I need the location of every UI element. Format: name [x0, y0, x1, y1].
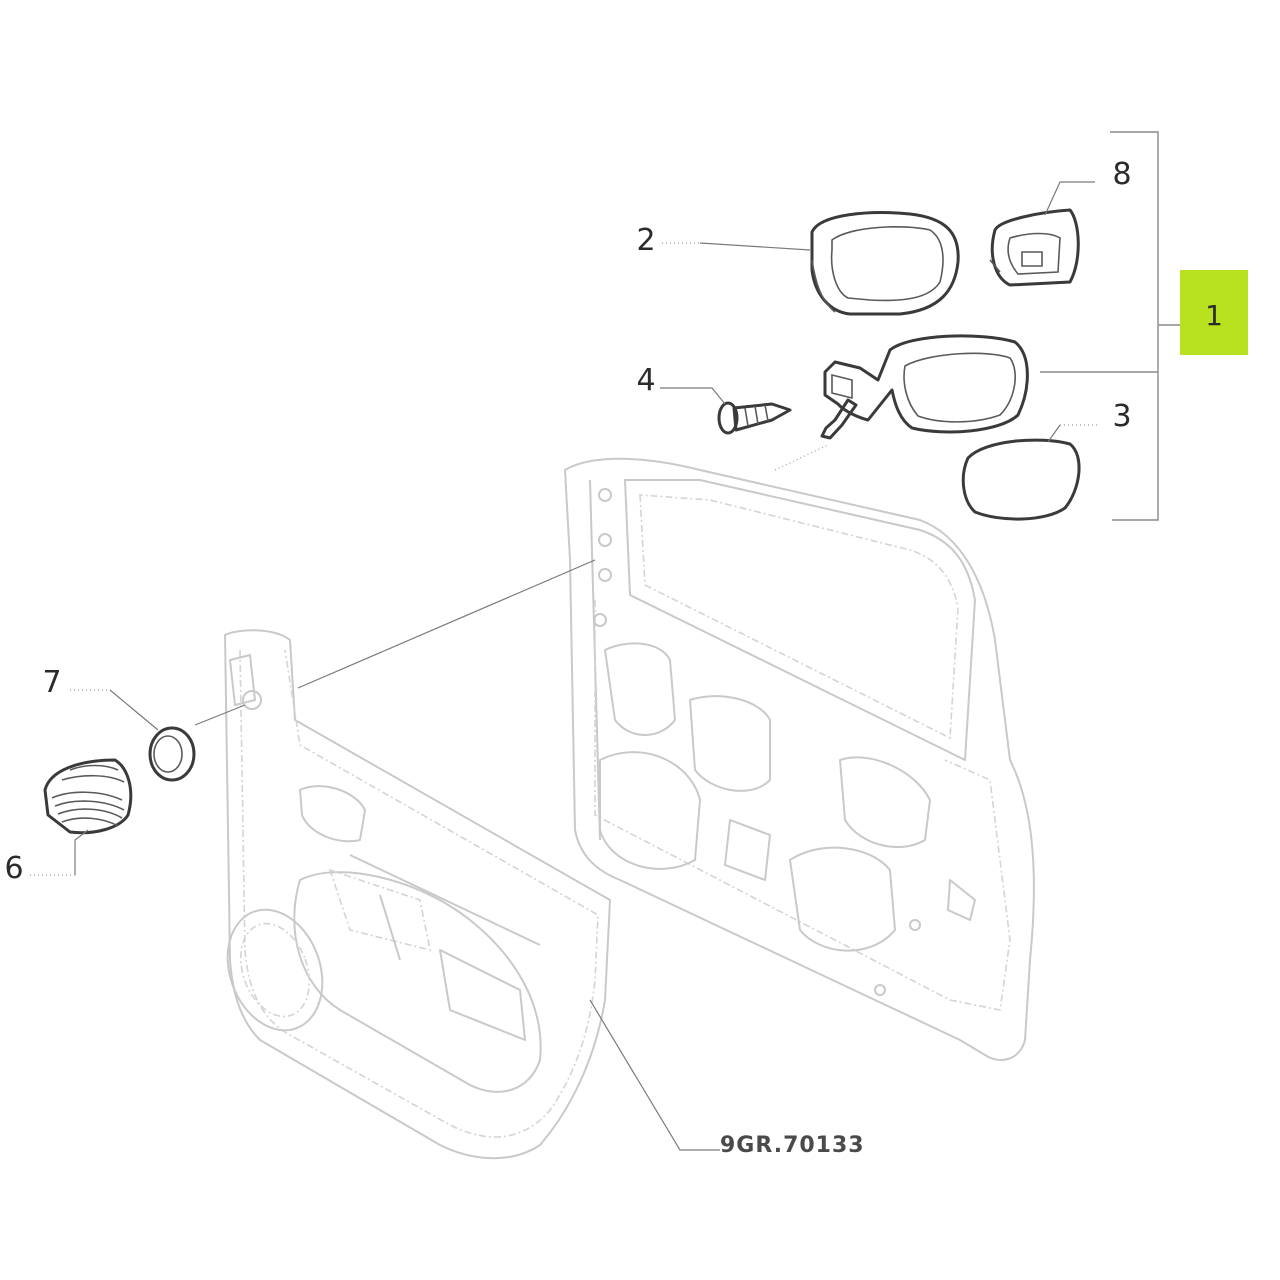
callout-3: 3 [1112, 399, 1131, 434]
callout-2: 2 [636, 223, 655, 258]
door-trim-panel-ghost [224, 629, 611, 1160]
callout-4: 4 [636, 363, 655, 398]
assembly-bracket [1040, 131, 1180, 521]
grommet-part-6 [43, 758, 133, 835]
door-frame-ghost [564, 457, 1035, 1061]
mirror-assembly-part-1 [820, 334, 1029, 440]
callout-8: 8 [1112, 157, 1131, 192]
mirror-cover-part-2 [810, 211, 960, 316]
callout-7: 7 [42, 665, 61, 700]
callout-1-highlight [1180, 270, 1248, 355]
mirror-trim-part-8 [989, 208, 1080, 287]
reference-code: 9GR.70133 [720, 1133, 865, 1158]
callout-6: 6 [4, 851, 23, 886]
screw-part-4 [717, 401, 792, 435]
callout-leaders [30, 181, 1100, 876]
ring-part-7 [148, 726, 196, 782]
assembly-lines [194, 444, 829, 1151]
callout-1: 1 [1205, 299, 1223, 332]
mirror-glass-part-3 [961, 438, 1081, 521]
